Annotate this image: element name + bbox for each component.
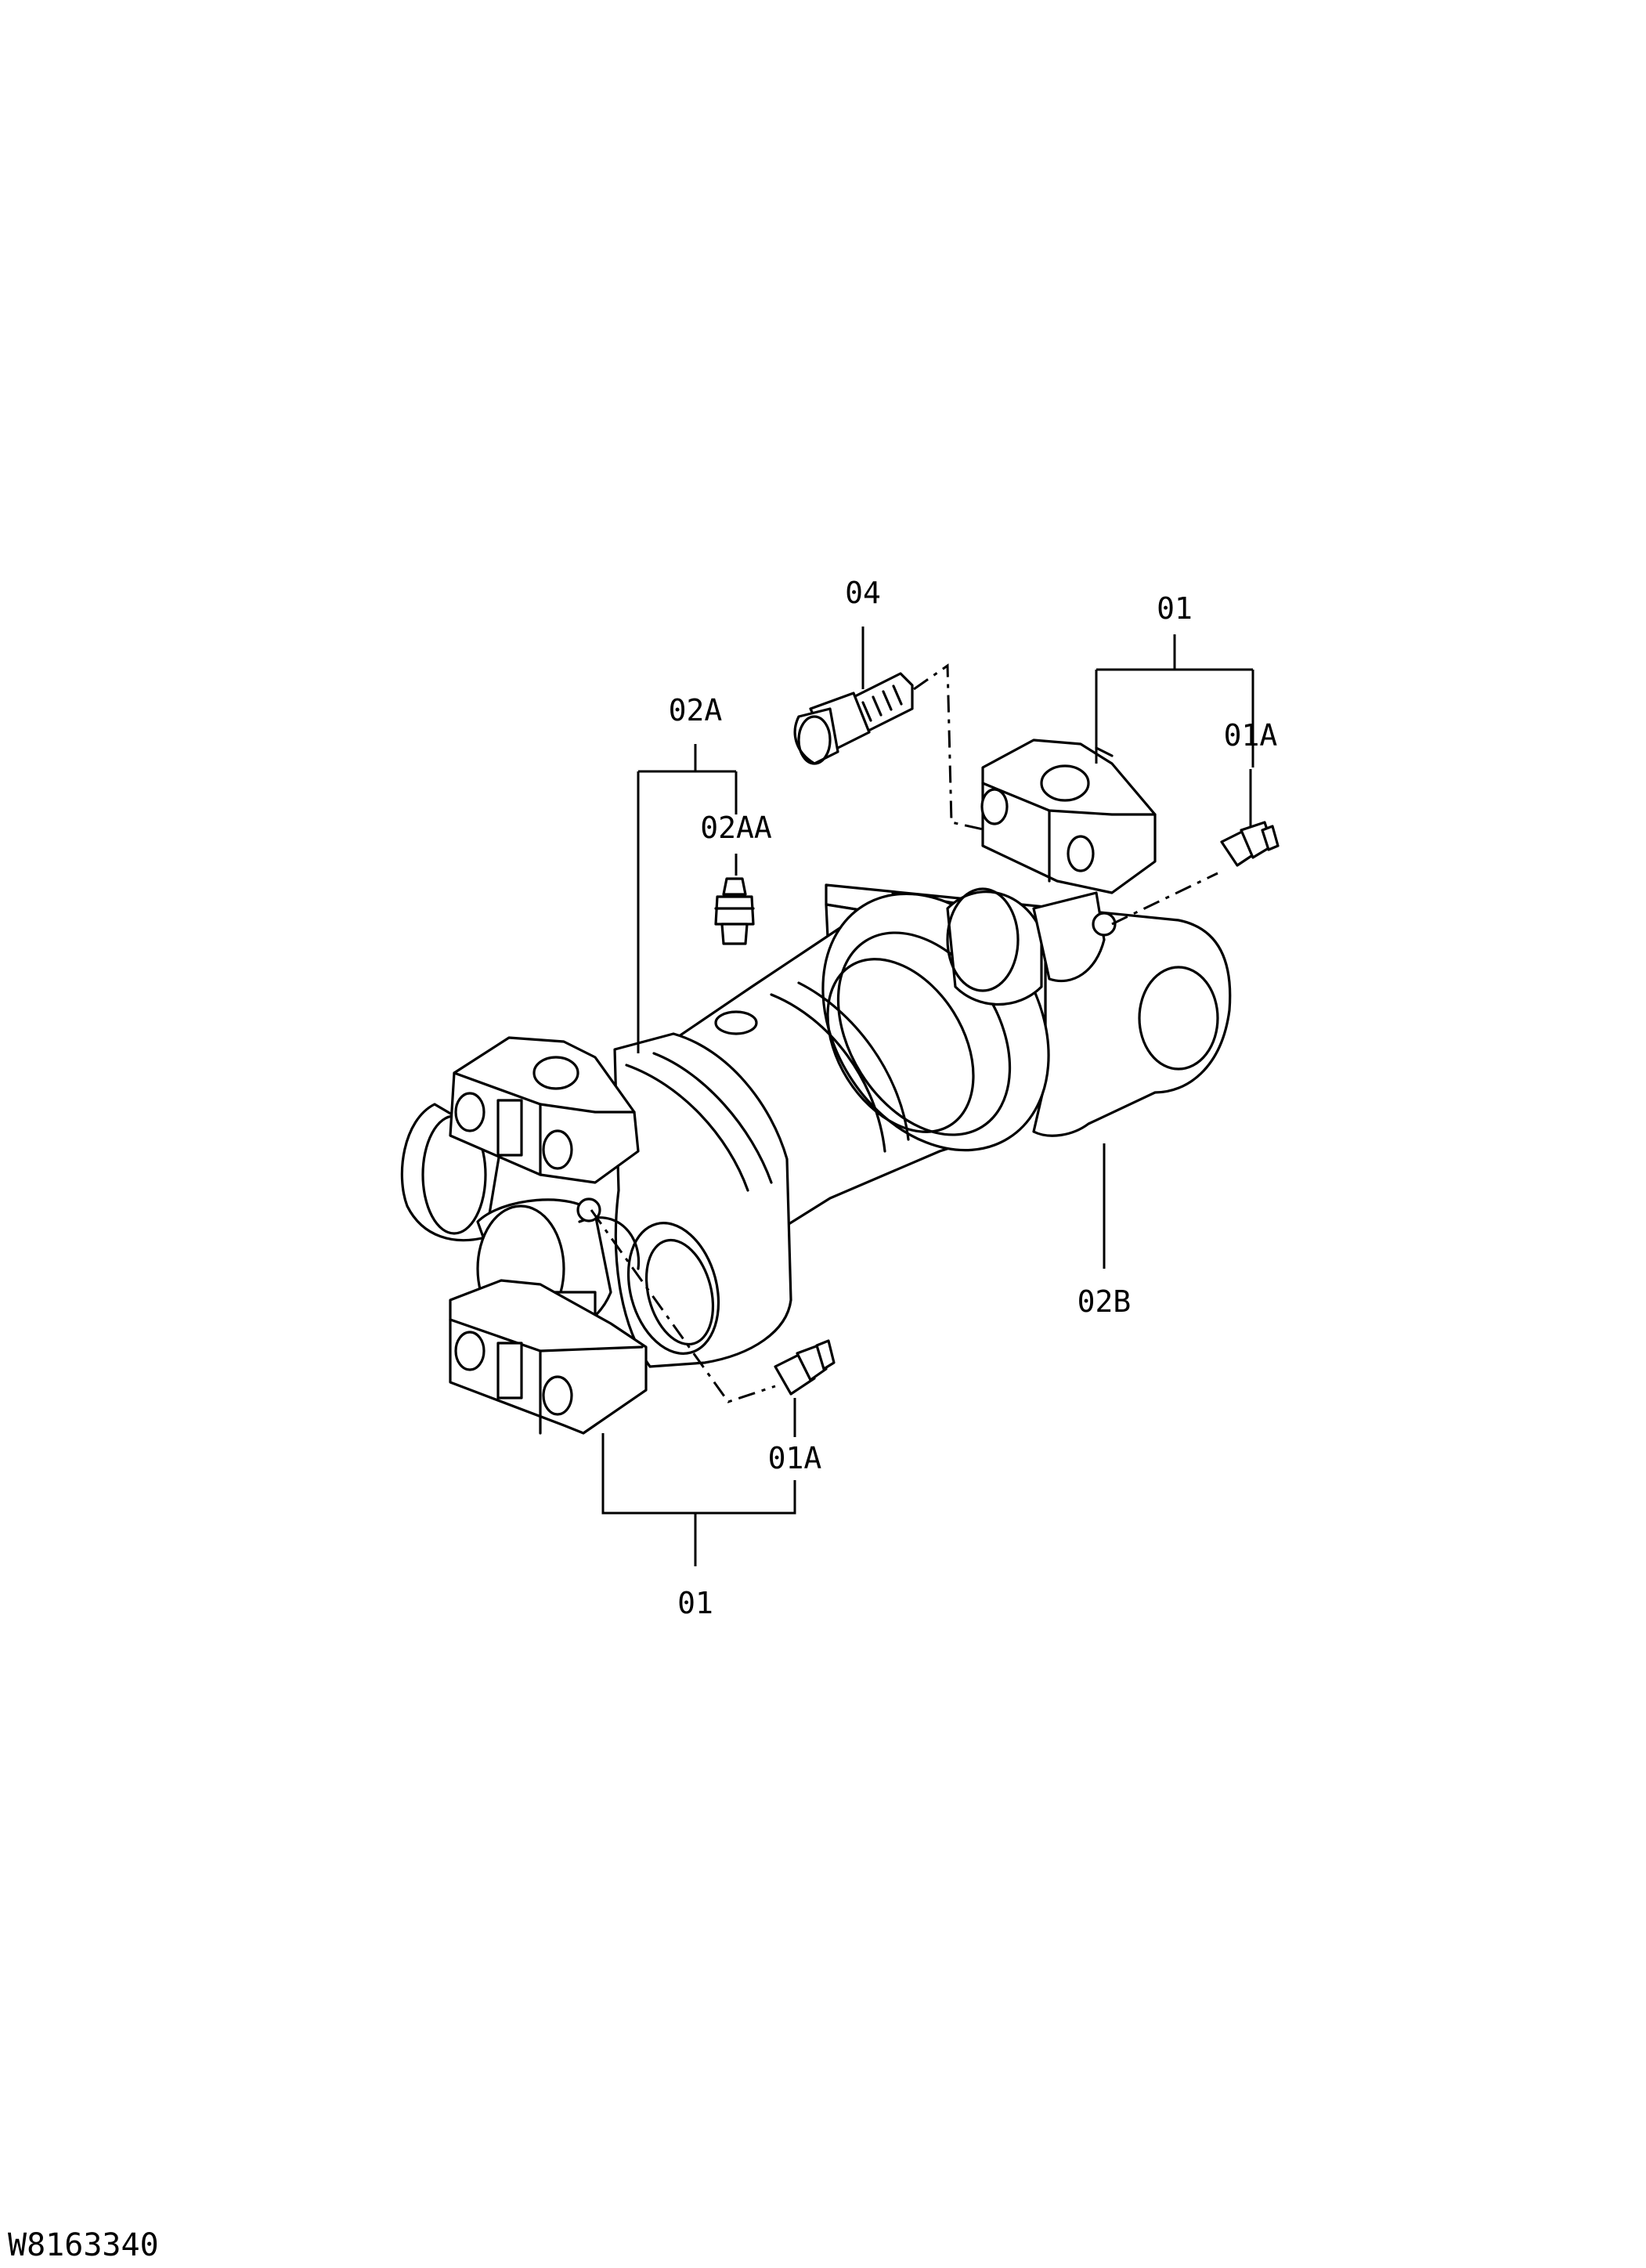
- callout-01-bottom: 01: [677, 1586, 713, 1620]
- callout-02a: 02A: [669, 693, 723, 728]
- bolt-04: [793, 672, 914, 765]
- yoke-bore: [1138, 966, 1219, 1071]
- callout-01-top: 01: [1157, 591, 1193, 626]
- flange-yoke-02a: [613, 1032, 792, 1368]
- leader-lines: [590, 627, 1254, 1566]
- grease-nipple-02aa: [714, 877, 755, 945]
- right-cross-joint: [946, 887, 1117, 1006]
- grease-fitting-bottom-01a: [774, 1339, 836, 1396]
- callout-02aa: 02AA: [700, 811, 772, 845]
- drawing-code: W8163340: [8, 2227, 159, 2263]
- right-top-cap-block: [980, 739, 1157, 894]
- callout-04: 04: [845, 576, 881, 610]
- callout-01a-top: 01A: [1224, 718, 1278, 753]
- left-bottom-cap-block: [449, 1279, 648, 1435]
- grease-hole: [714, 1010, 758, 1035]
- callout-02b: 02B: [1077, 1284, 1132, 1319]
- callout-01a-bottom: 01A: [768, 1441, 822, 1475]
- grease-fitting-top-01a: [1220, 821, 1280, 867]
- left-top-cap-block: [449, 1036, 640, 1184]
